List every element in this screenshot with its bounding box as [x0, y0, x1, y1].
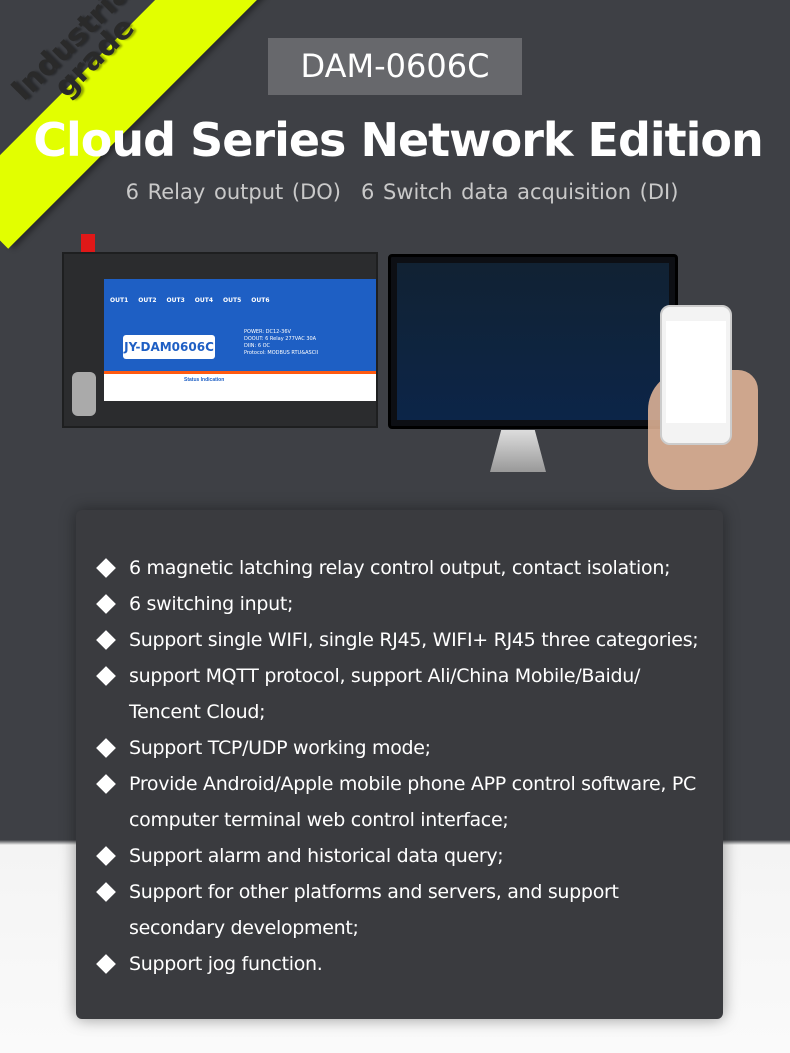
- feature-item: Provide Android/Apple mobile phone APP c…: [96, 766, 713, 838]
- out-label: OUT6: [251, 297, 270, 304]
- phone-screen: [666, 321, 726, 423]
- out-label: OUT5: [223, 297, 242, 304]
- out-label: OUT1: [110, 297, 129, 304]
- device-outputs: OUT1 OUT2 OUT3 OUT4 OUT5 OUT6: [110, 297, 270, 304]
- antenna: [81, 234, 95, 254]
- device-terminal-strip: Status Indication: [104, 371, 376, 401]
- serial-port: [72, 372, 96, 416]
- diamond-bullet-icon: [96, 666, 116, 686]
- subtitle-di: 6 Switch data acquisition (DI): [361, 180, 679, 204]
- feature-item: 6 magnetic latching relay control output…: [96, 550, 713, 586]
- phone-image: [660, 305, 732, 445]
- feature-text: Support jog function.: [129, 953, 323, 975]
- diamond-bullet-icon: [96, 774, 116, 794]
- out-label: OUT2: [138, 297, 157, 304]
- spec: DIIN: 6 OC: [244, 343, 271, 349]
- monitor-stand: [490, 430, 546, 472]
- diamond-bullet-icon: [96, 594, 116, 614]
- feature-item: Support for other platforms and servers,…: [96, 874, 713, 946]
- feature-text: Support single WIFI, single RJ45, WIFI+ …: [129, 629, 699, 651]
- diamond-bullet-icon: [96, 954, 116, 974]
- feature-item: Support alarm and historical data query;: [96, 838, 713, 874]
- features-card: 6 magnetic latching relay control output…: [76, 510, 723, 1019]
- diamond-bullet-icon: [96, 558, 116, 578]
- device-specs: POWER: DC12-36V DOOUT: 6 Relay 277VAC 30…: [244, 329, 318, 357]
- model-badge: DAM-0606C: [268, 38, 522, 95]
- feature-item: Support jog function.: [96, 946, 713, 982]
- feature-text: Support alarm and historical data query;: [129, 845, 504, 867]
- features-list: 6 magnetic latching relay control output…: [96, 550, 713, 982]
- monitor-image: [388, 254, 678, 429]
- status-indication: Status Indication: [184, 377, 225, 383]
- page-title: Cloud Series Network Edition: [33, 113, 764, 167]
- feature-text: 6 magnetic latching relay control output…: [129, 557, 671, 579]
- feature-text: 6 switching input;: [129, 593, 294, 615]
- spec: POWER: DC12-36V: [244, 329, 291, 335]
- subtitle: 6 Relay output (DO) 6 Switch data acquisi…: [0, 177, 790, 207]
- feature-text: Provide Android/Apple mobile phone APP c…: [129, 773, 696, 831]
- out-label: OUT4: [194, 297, 213, 304]
- device-image: OUT1 OUT2 OUT3 OUT4 OUT5 OUT6 JY-DAM0606…: [62, 252, 378, 428]
- out-label: OUT3: [166, 297, 185, 304]
- spec: DOOUT: 6 Relay 277VAC 30A: [244, 336, 317, 342]
- diamond-bullet-icon: [96, 738, 116, 758]
- diamond-bullet-icon: [96, 630, 116, 650]
- device-panel: OUT1 OUT2 OUT3 OUT4 OUT5 OUT6 JY-DAM0606…: [104, 279, 376, 401]
- dashboard-screen: [397, 263, 669, 420]
- feature-text: Support for other platforms and servers,…: [129, 881, 619, 939]
- feature-text: Support TCP/UDP working mode;: [129, 737, 431, 759]
- diamond-bullet-icon: [96, 882, 116, 902]
- device-label: JY-DAM0606C: [123, 335, 215, 359]
- feature-item: 6 switching input;: [96, 586, 713, 622]
- feature-text: support MQTT protocol, support Ali/China…: [129, 665, 641, 723]
- subtitle-do: 6 Relay output (DO): [125, 180, 341, 204]
- spec: Protocol: MODBUS RTU&ASCII: [244, 350, 319, 356]
- feature-item: Support single WIFI, single RJ45, WIFI+ …: [96, 622, 713, 658]
- diamond-bullet-icon: [96, 846, 116, 866]
- feature-item: support MQTT protocol, support Ali/China…: [96, 658, 713, 730]
- feature-item: Support TCP/UDP working mode;: [96, 730, 713, 766]
